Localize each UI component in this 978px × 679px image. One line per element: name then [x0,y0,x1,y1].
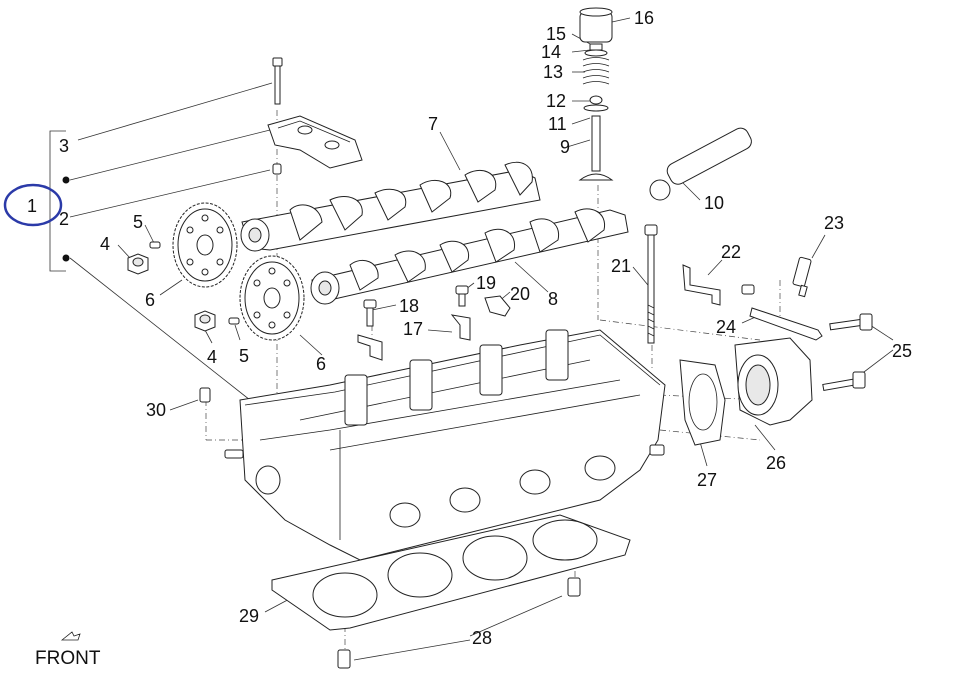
label-part-24: 24 [716,317,736,337]
label-part-5-upper: 5 [133,212,143,232]
label-part-23: 23 [824,213,844,233]
water-outlet-housing [734,337,813,426]
housing-gasket [679,359,726,446]
label-part-19: 19 [476,273,496,293]
label-part-5-lower: 5 [239,346,249,366]
bolts-part-25 [822,313,873,392]
label-part-4-lower: 4 [207,347,217,367]
front-arrow-icon [60,631,81,641]
label-part-4-upper: 4 [100,234,110,254]
gear-bolt-upper [127,253,149,275]
label-part-15: 15 [546,24,566,44]
hydraulic-lash-adjuster [649,127,752,201]
label-part-18: 18 [399,296,419,316]
valve-assembly [578,7,614,181]
label-part-10: 10 [704,193,724,213]
label-part-14: 14 [541,42,561,62]
bolt-part-3 [272,57,283,105]
dowel-pin-lower [228,317,240,325]
leader-lines [69,17,894,661]
label-part-12: 12 [546,91,566,111]
label-part-20: 20 [510,284,530,304]
dowel-sleeve-rear [567,577,581,597]
group-bracket [49,130,70,272]
dowel-pin-upper [149,241,161,249]
label-part-22: 22 [721,242,741,262]
camshaft-part-7 [240,161,541,252]
label-part-6-lower: 6 [316,354,326,374]
label-part-28: 28 [472,628,492,648]
cylinder-head-bolt [644,224,658,344]
part-labels: 1 2 3 4 4 5 5 6 6 7 8 9 10 11 12 13 14 1… [27,8,912,648]
label-part-16: 16 [634,8,654,28]
plug-part-30 [199,387,211,403]
front-label: FRONT [35,648,101,669]
small-bolt [741,284,755,295]
label-part-25: 25 [892,341,912,361]
camshaft-gear-lower [239,255,305,341]
label-part-8: 8 [548,289,558,309]
label-part-13: 13 [543,62,563,82]
small-parts-17-20 [357,285,511,361]
label-part-1: 1 [27,196,37,216]
highlight-circle-part-1 [3,183,63,227]
label-part-27: 27 [697,470,717,490]
strap-part-24 [749,307,823,341]
label-part-6-upper: 6 [145,290,155,310]
label-part-9: 9 [560,137,570,157]
label-part-17: 17 [403,319,423,339]
label-part-11: 11 [548,114,567,134]
camshaft-cap [267,115,363,175]
label-part-26: 26 [766,453,786,473]
head-gasket [271,514,631,631]
camshaft-gear-upper [172,202,238,288]
label-part-21: 21 [611,256,631,276]
label-part-30: 30 [146,400,166,420]
gear-bolt-lower [194,310,216,332]
temperature-sensor [792,256,812,298]
label-part-29: 29 [239,606,259,626]
camshaft-part-8 [310,208,629,305]
bracket-part-22 [682,264,721,306]
label-part-7: 7 [428,114,438,134]
dowel-sleeve-front [337,649,351,669]
cylinder-head [224,329,666,561]
label-part-2: 2 [59,209,69,229]
label-part-3: 3 [59,136,69,156]
